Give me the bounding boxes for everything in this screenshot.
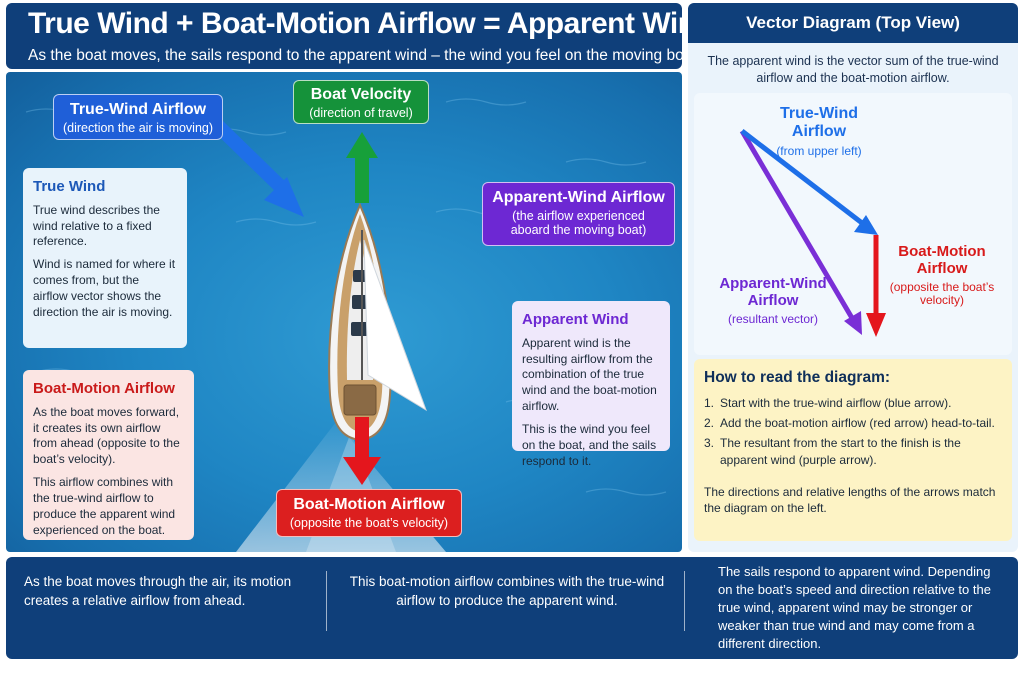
step-number: 1. bbox=[704, 396, 715, 410]
step-text: The resultant from the start to the fini… bbox=[720, 436, 961, 467]
vector-diagram-panel: Vector Diagram (Top View) The apparent w… bbox=[688, 3, 1018, 552]
apparent-card-p1: Apparent wind is the resulting airflow f… bbox=[522, 335, 657, 414]
true-wind-card: True Wind True wind describes the wind r… bbox=[23, 168, 187, 348]
apparent-card-title: Apparent Wind bbox=[522, 311, 629, 328]
true-wind-vector-sub: (from upper left) bbox=[776, 143, 862, 158]
true-wind-card-title: True Wind bbox=[33, 178, 106, 195]
vector-arrows bbox=[739, 129, 886, 337]
ocean-scene: True-Wind Airflow (direction the air is … bbox=[6, 72, 682, 552]
apparent-vector-sub: (resultant vector) bbox=[727, 311, 819, 326]
boat-motion-vector-title: Boat-Motion Airflow bbox=[898, 243, 986, 278]
boat-motion-arrow bbox=[343, 417, 381, 485]
footer-banner: As the boat moves through the air, its m… bbox=[6, 557, 1018, 659]
apparent-vector-title: Apparent-Wind Airflow bbox=[719, 275, 827, 310]
apparent-wind-airflow-tag: Apparent-Wind Airflow (the airflow exper… bbox=[482, 182, 675, 246]
true-wind-card-p1: True wind describes the wind relative to… bbox=[33, 202, 160, 249]
footer-divider bbox=[326, 571, 327, 631]
how-to-read-title: How to read the diagram: bbox=[704, 369, 891, 386]
vector-diagram: True-Wind Airflow (from upper left) Boat… bbox=[694, 93, 1012, 355]
apparent-card-p2: This is the wind you feel on the boat, a… bbox=[522, 421, 657, 468]
boat-velocity-arrow bbox=[346, 132, 378, 203]
apparent-tag-title: Apparent-Wind Airflow bbox=[492, 189, 665, 206]
vector-panel-title: Vector Diagram (Top View) bbox=[688, 3, 1018, 43]
boat-motion-card-p1: As the boat moves forward, it creates it… bbox=[33, 404, 180, 467]
boat-motion-tag-title: Boat-Motion Airflow bbox=[293, 496, 445, 513]
step-text: Add the boat-motion airflow (red arrow) … bbox=[720, 416, 995, 431]
footer-divider bbox=[684, 571, 685, 631]
boat-motion-vector-label: Boat-Motion Airflow (opposite the boat’s… bbox=[888, 243, 996, 308]
footer-text-3: The sails respond to apparent wind. Depe… bbox=[718, 564, 991, 651]
sailboat-illustration bbox=[328, 202, 427, 442]
true-wind-arrow bbox=[209, 116, 304, 217]
footer-text-1: As the boat moves through the air, its m… bbox=[24, 574, 292, 608]
footer-text-2: This boat-motion airflow combines with t… bbox=[349, 574, 665, 608]
boat-motion-card: Boat-Motion Airflow As the boat moves fo… bbox=[23, 370, 194, 540]
how-to-note: The directions and relative lengths of t… bbox=[704, 484, 996, 515]
step-text: Start with the true-wind airflow (blue a… bbox=[720, 396, 952, 410]
true-wind-vector-title: True-Wind Airflow bbox=[779, 105, 859, 141]
boat-velocity-tag-title: Boat Velocity bbox=[310, 86, 412, 103]
boat-motion-vector bbox=[866, 235, 886, 337]
true-wind-vector bbox=[740, 129, 878, 235]
apparent-tag-sub: (the airflow experienced aboard the movi… bbox=[510, 209, 647, 237]
true-wind-tag-sub: (direction the air is moving) bbox=[62, 121, 214, 135]
boat-motion-card-p2: This airflow combines with the true-wind… bbox=[33, 475, 176, 537]
step-number: 3. bbox=[704, 436, 715, 451]
apparent-vector-label: Apparent-Wind Airflow (resultant vector) bbox=[708, 275, 838, 326]
page-subtitle: As the boat moves, the sails respond to … bbox=[28, 47, 701, 64]
step-number: 2. bbox=[704, 416, 715, 431]
boat-motion-card-title: Boat-Motion Airflow bbox=[33, 380, 175, 397]
apparent-wind-vector bbox=[739, 129, 862, 335]
header-banner: True Wind + Boat-Motion Airflow = Appare… bbox=[6, 3, 714, 69]
scene-arrows bbox=[209, 116, 381, 485]
boat-velocity-tag: Boat Velocity (direction of travel) bbox=[293, 80, 429, 124]
how-to-step: 3. The resultant from the start to the f… bbox=[704, 435, 1002, 467]
how-to-read-box: How to read the diagram: 1. Start with t… bbox=[694, 359, 1012, 541]
vector-panel-description: The apparent wind is the vector sum of t… bbox=[707, 54, 999, 85]
true-wind-airflow-tag: True-Wind Airflow (direction the air is … bbox=[53, 94, 223, 140]
true-wind-tag-title: True-Wind Airflow bbox=[69, 101, 207, 118]
boat-motion-vector-sub: (opposite the boat’s velocity) bbox=[889, 279, 995, 308]
boat-motion-tag-sub: (opposite the boat’s velocity) bbox=[289, 516, 449, 530]
boat-velocity-tag-sub: (direction of travel) bbox=[309, 106, 413, 120]
true-wind-vector-label: True-Wind Airflow (from upper left) bbox=[764, 105, 874, 159]
how-to-step: 2. Add the boat-motion airflow (red arro… bbox=[704, 415, 1002, 431]
page-title: True Wind + Boat-Motion Airflow = Appare… bbox=[28, 7, 714, 40]
apparent-wind-card: Apparent Wind Apparent wind is the resul… bbox=[512, 301, 670, 468]
boat-motion-airflow-tag: Boat-Motion Airflow (opposite the boat’s… bbox=[276, 489, 462, 537]
true-wind-card-p2: Wind is named for where it comes from, b… bbox=[33, 257, 176, 319]
how-to-step: 1. Start with the true-wind airflow (blu… bbox=[704, 395, 1002, 411]
